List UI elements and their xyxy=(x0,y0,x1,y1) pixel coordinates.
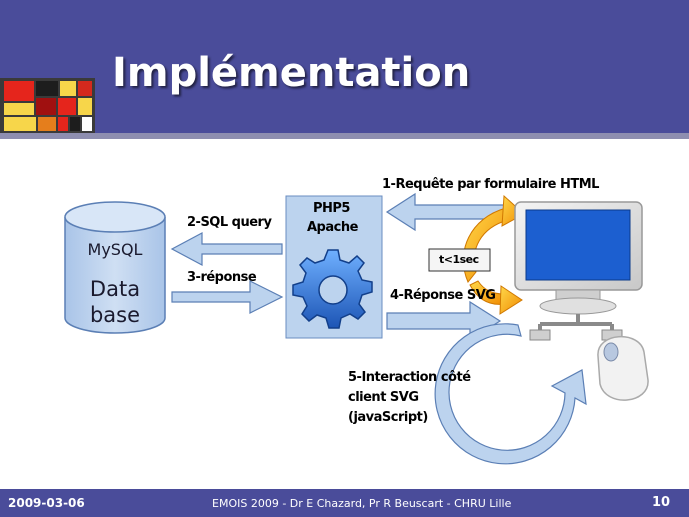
sql-query-label: 2-SQL query xyxy=(187,215,272,230)
server-apache-label: Apache xyxy=(307,220,358,235)
computer-icon xyxy=(514,201,643,341)
sql-query-arrow xyxy=(170,232,283,266)
server-php-label: PHP5 xyxy=(313,201,350,216)
footer-date: 2009-03-06 xyxy=(8,496,85,510)
db-line1-label: Data xyxy=(89,277,141,301)
interaction-label-2: client SVG xyxy=(348,390,419,405)
timing-label: t<1sec xyxy=(439,253,479,266)
slide-header xyxy=(0,0,689,133)
gear-icon xyxy=(292,249,373,329)
interaction-label-3: (javaScript) xyxy=(348,410,428,425)
header-divider xyxy=(0,133,689,139)
roundtrip-arc-icon xyxy=(462,194,525,315)
timing-box xyxy=(428,248,491,272)
reponse-arrow xyxy=(171,280,284,314)
database-cylinder xyxy=(64,201,166,334)
mouse-icon xyxy=(597,336,649,401)
footer-credits: EMOIS 2009 - Dr E Chazard, Pr R Beuscart… xyxy=(212,497,512,510)
db-name-label: MySQL xyxy=(87,240,143,259)
page-number: 10 xyxy=(652,495,671,510)
interaction-label-1: 5-Interaction côté xyxy=(348,370,471,385)
reponse-label: 3-réponse xyxy=(187,270,257,285)
architecture-diagram xyxy=(64,192,649,465)
slide-footer: 2009-03-06 EMOIS 2009 - Dr E Chazard, Pr… xyxy=(0,489,689,517)
refresh-cycle-icon xyxy=(434,323,587,465)
title-mosaic-decoration xyxy=(0,78,95,133)
db-line2-label: base xyxy=(89,303,141,327)
requete-label: 1-Requête par formulaire HTML xyxy=(382,177,599,192)
reponse-svg-label: 4-Réponse SVG xyxy=(390,288,496,303)
slide-title: Implémentation xyxy=(112,50,471,96)
